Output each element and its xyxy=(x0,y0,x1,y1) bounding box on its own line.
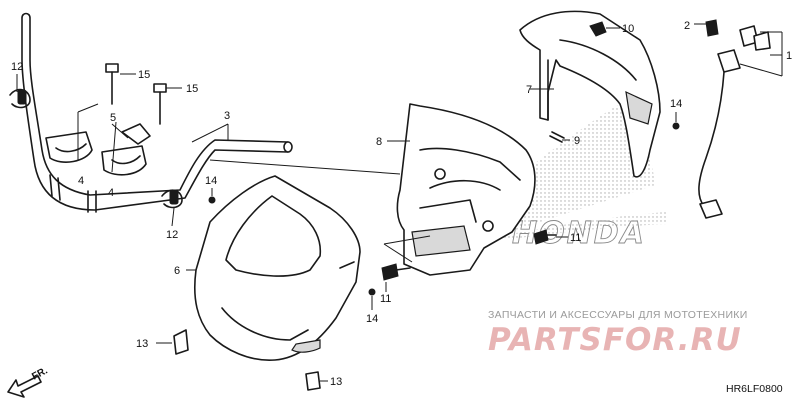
callout-14-middle: 14 xyxy=(366,313,378,325)
callout-5: 5 xyxy=(110,112,116,124)
front-direction-indicator: FR. xyxy=(7,365,50,398)
front-direction-label: FR. xyxy=(30,365,50,382)
callout-9: 9 xyxy=(574,135,580,147)
handlebar-holder-right xyxy=(101,145,147,176)
callout-15-left: 15 xyxy=(138,69,150,81)
callout-labels: 1 2 3 4 4 5 6 7 8 9 10 11 11 12 12 13 13… xyxy=(11,20,792,388)
bolt-15-right xyxy=(153,83,167,125)
callout-15-right: 15 xyxy=(186,83,198,95)
callout-13-bottom: 13 xyxy=(330,376,342,388)
trim-clip-13-bottom xyxy=(305,371,321,391)
callout-11-upper: 11 xyxy=(570,232,581,244)
callout-11-lower: 11 xyxy=(380,293,391,305)
bulb xyxy=(705,19,719,37)
bolt-15-left xyxy=(105,63,119,105)
leader-lines xyxy=(16,23,783,382)
callout-10: 10 xyxy=(622,23,634,35)
callout-3: 3 xyxy=(224,110,230,122)
callout-8: 8 xyxy=(376,136,382,148)
callout-12-bottom: 12 xyxy=(166,229,178,241)
handlebar xyxy=(21,12,293,213)
screw-14-left xyxy=(208,196,216,204)
bolt-11-upper xyxy=(533,229,557,245)
light-socket-assembly xyxy=(698,25,771,219)
headlight-bracket xyxy=(396,103,536,276)
callout-13-left: 13 xyxy=(136,338,148,350)
upper-cowl xyxy=(519,10,661,178)
callout-6: 6 xyxy=(174,265,180,277)
band-clip-12-top xyxy=(9,88,31,109)
callout-1: 1 xyxy=(786,50,792,62)
clip-10 xyxy=(589,21,607,37)
trim-clip-13-left xyxy=(173,329,189,355)
clamp xyxy=(121,123,151,145)
callout-12-top: 12 xyxy=(11,61,23,73)
callout-7: 7 xyxy=(526,84,532,96)
watermark-tagline: ЗАПЧАСТИ И АКСЕССУАРЫ ДЛЯ МОТОТЕХНИКИ xyxy=(488,309,748,321)
callout-2: 2 xyxy=(684,20,690,32)
bolt-11-lower xyxy=(381,263,411,281)
callout-14-left: 14 xyxy=(205,175,217,187)
front-cover xyxy=(193,175,361,361)
screw-14-right xyxy=(672,122,680,130)
callout-4-left: 4 xyxy=(78,175,84,187)
screw-14-middle xyxy=(368,288,376,296)
diagram-code: HR6LF0800 xyxy=(726,383,783,395)
watermark-logo: PARTSFOR.RU xyxy=(488,322,742,358)
honda-brand-watermark: HONDA xyxy=(512,216,646,251)
screw-9 xyxy=(549,131,565,143)
callout-4-right: 4 xyxy=(108,187,114,199)
handlebar-holder-left xyxy=(45,131,93,163)
callout-14-right: 14 xyxy=(670,98,682,110)
band-clip-12-bottom xyxy=(161,189,183,209)
